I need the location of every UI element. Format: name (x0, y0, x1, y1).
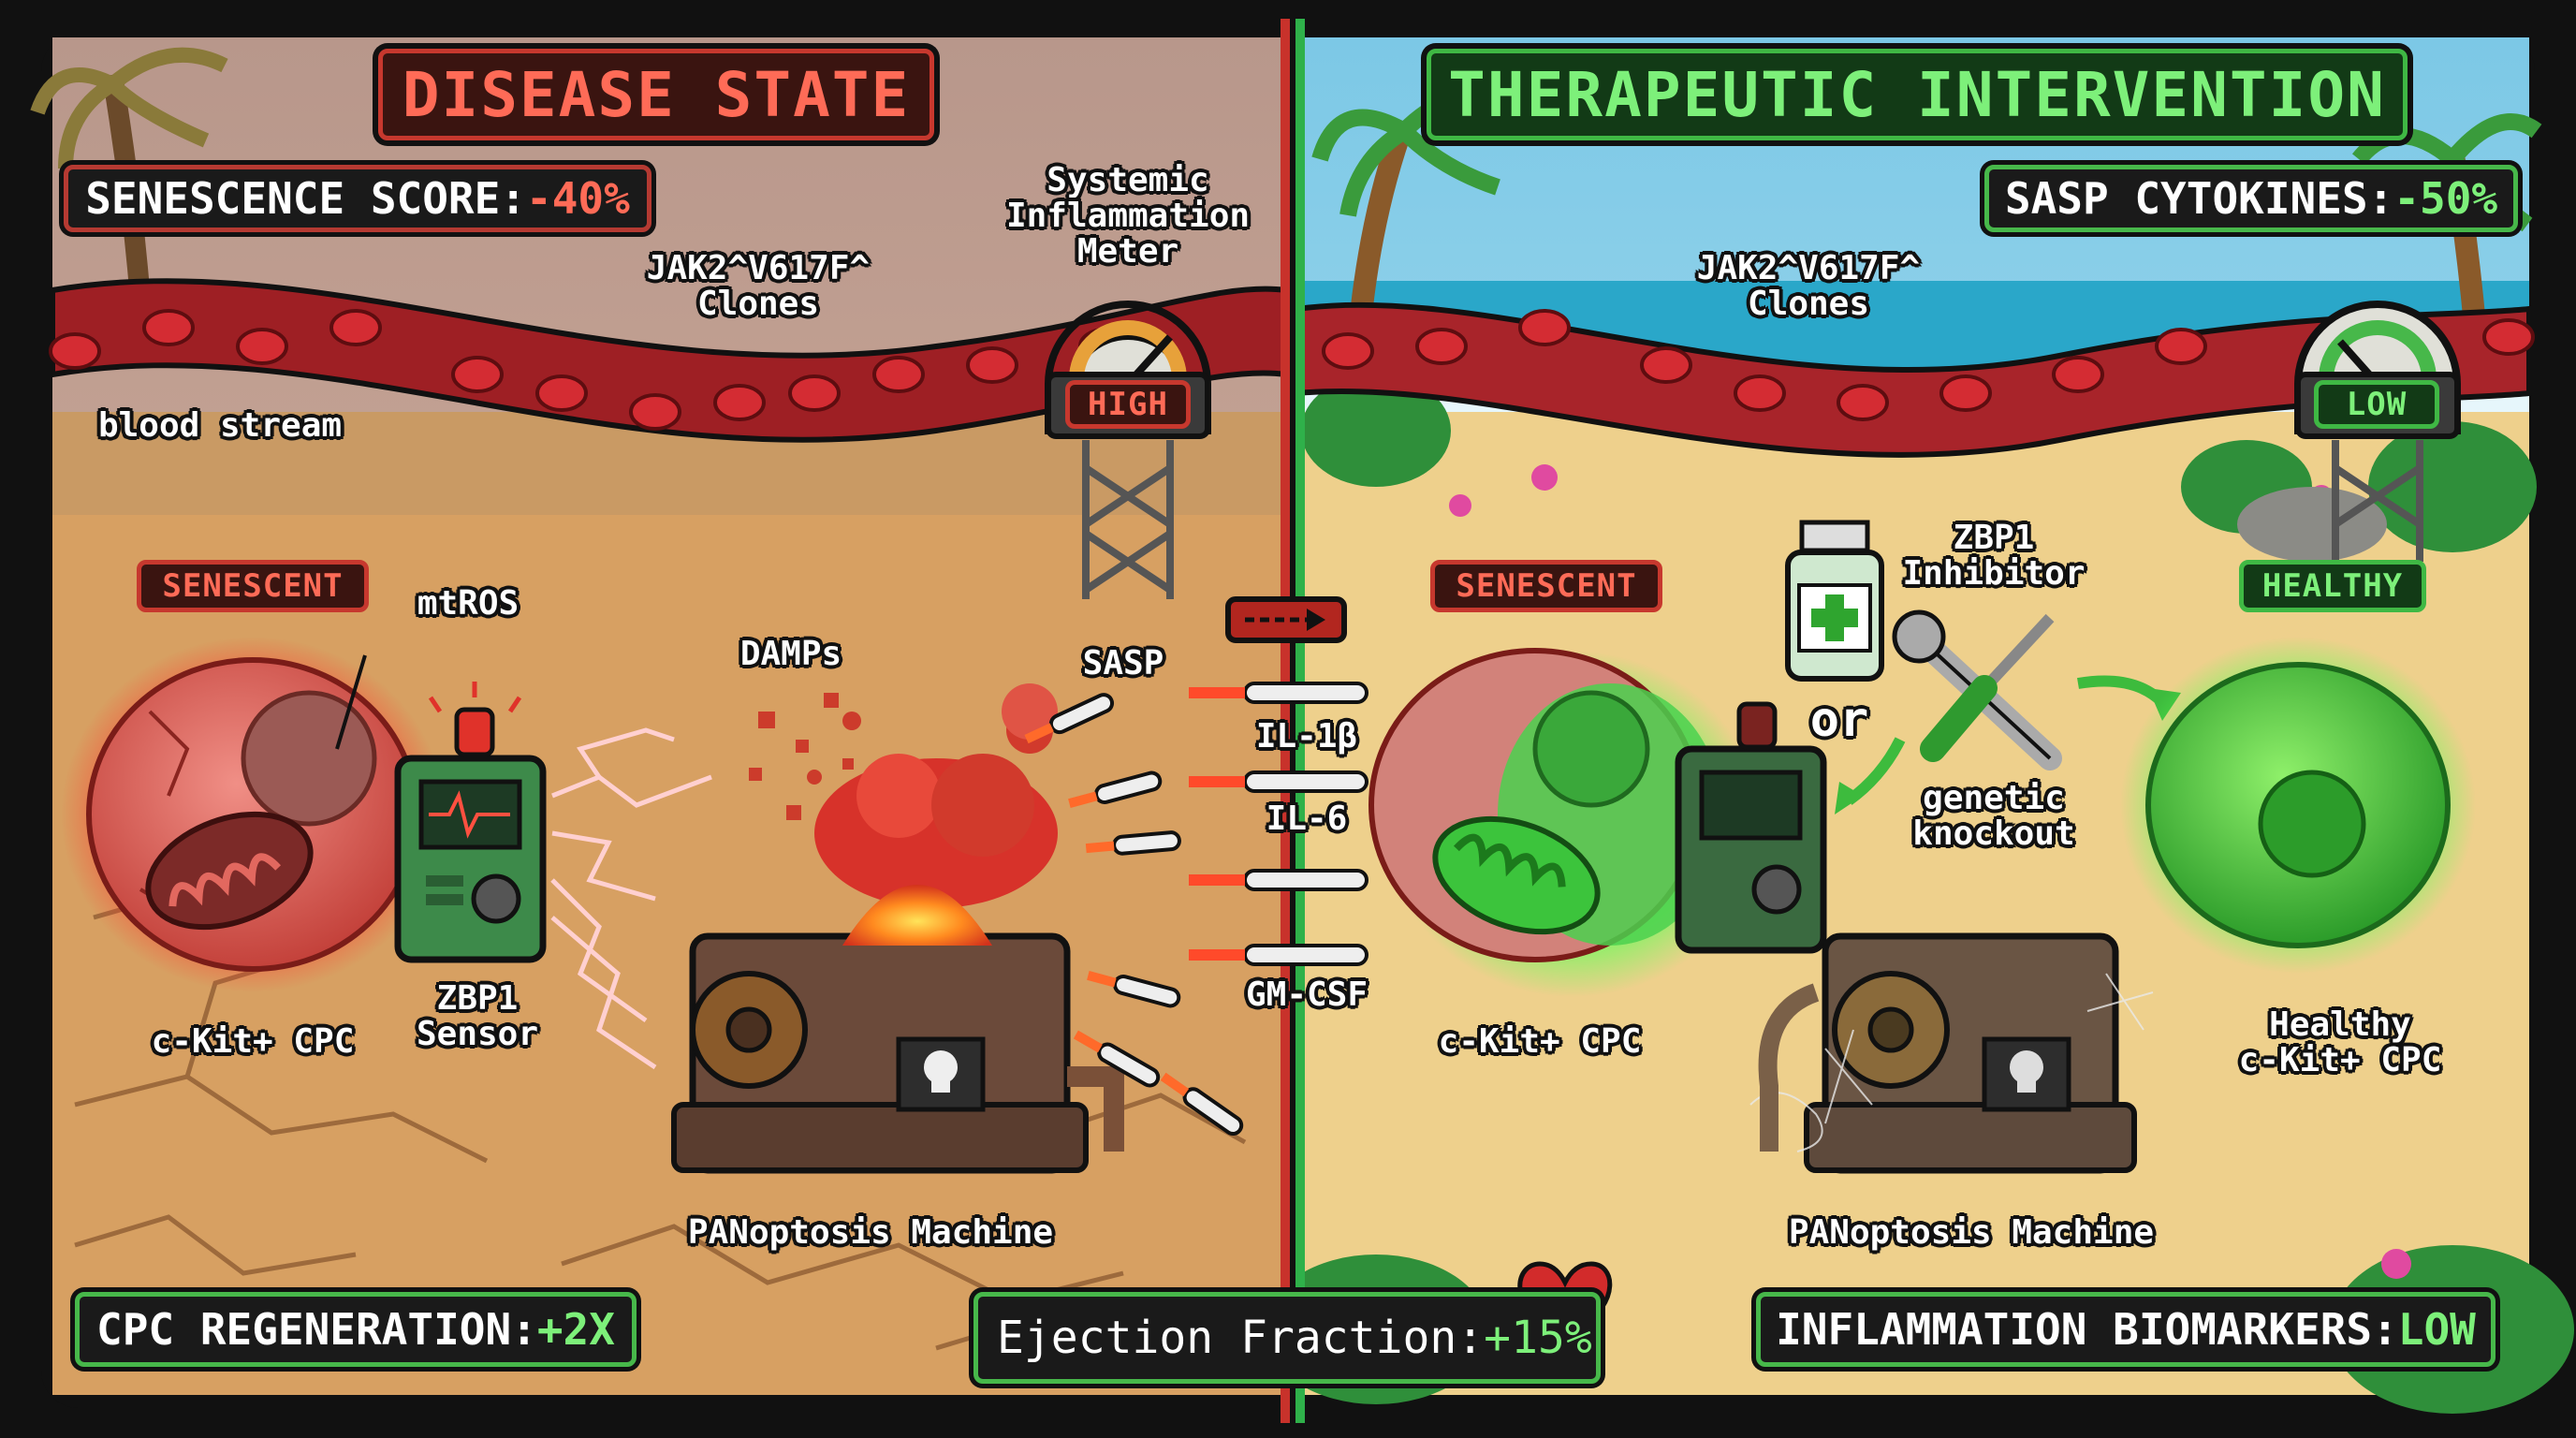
healthy-cell (2120, 637, 2476, 974)
mtros-label: mtROS (417, 584, 520, 623)
meter-reading-high: HIGH (1065, 380, 1191, 429)
senescent-cell-disease (61, 637, 445, 992)
ejection-fraction-panel: Ejection Fraction: +15% (973, 1292, 1601, 1384)
damps-fragments (749, 693, 861, 820)
inflammation-meter-label: Systemic Inflammation Meter (1005, 161, 1251, 271)
senescent-tag-disease: SENESCENT (137, 560, 369, 612)
disease-clones-label: JAK2^V617F^ Clones (646, 249, 871, 323)
sensor-label: ZBP1 Sensor (416, 979, 539, 1053)
sasp-missiles (1024, 682, 1368, 1137)
meter-reading-low: LOW (2314, 380, 2439, 429)
ejection-fraction-value: +15% (1484, 1312, 1592, 1364)
senescence-score-value: -40% (526, 173, 630, 224)
disease-banner-text: DISEASE STATE (402, 58, 911, 131)
disease-banner: DISEASE STATE (378, 49, 934, 140)
medicine-bottle-icon (1785, 520, 1884, 682)
blood-vessel (49, 278, 2535, 458)
healthy-cell-label: Healthy c-Kit+ CPC (2238, 1005, 2442, 1079)
cytokine-il6-label: IL-6 (1266, 800, 1348, 838)
cpc-regeneration-label: CPC REGENERATION: (96, 1304, 537, 1355)
panoptosis-machine-therapy (1749, 932, 2154, 1174)
dashed-arrow-icon (1225, 596, 1347, 643)
cpc-regeneration-value: +2X (536, 1304, 615, 1355)
healthy-tag: HEALTHY (2239, 560, 2426, 612)
therapy-banner-text: THERAPEUTIC INTERVENTION (1448, 58, 2386, 131)
cytokine-gmcsf-label: GM-CSF (1245, 976, 1368, 1014)
inflammation-biomarkers-panel: INFLAMMATION BIOMARKERS: LOW (1756, 1292, 2496, 1367)
damps-label: DAMPs (739, 635, 842, 673)
disease-machine-label: PANoptosis Machine (687, 1213, 1054, 1252)
zbp1-inhibitor-label: ZBP1 Inhibitor (1902, 519, 2086, 593)
zbp1-sensor-device (394, 682, 547, 963)
disease-cell-label: c-Kit+ CPC (151, 1022, 355, 1061)
therapy-machine-label: PANoptosis Machine (1788, 1213, 2155, 1252)
sasp-cytokines-label: SASP CYTOKINES: (2004, 173, 2394, 224)
senescent-cell-therapy (1368, 648, 1760, 997)
cpc-regeneration-panel: CPC REGENERATION: +2X (75, 1292, 637, 1367)
or-label: or (1809, 692, 1869, 748)
sasp-cytokines-value: -50% (2393, 173, 2498, 224)
sasp-label: SASP (1082, 644, 1164, 682)
therapy-banner: THERAPEUTIC INTERVENTION (1427, 49, 2408, 140)
panoptosis-machine-disease (671, 683, 1124, 1174)
wrench-screwdriver-icon (1892, 609, 2062, 770)
genetic-knockout-label: genetic knockout (1912, 779, 2075, 853)
therapy-clones-label: JAK2^V617F^ Clones (1696, 249, 1921, 323)
inflammation-biomarkers-label: INFLAMMATION BIOMARKERS: (1776, 1304, 2398, 1355)
zbp1-sensor-inhibited (1675, 701, 1827, 954)
therapy-cell-label: c-Kit+ CPC (1438, 1022, 1642, 1061)
sasp-cytokines-panel: SASP CYTOKINES: -50% (1984, 165, 2518, 232)
senescence-score-label: SENESCENCE SCORE: (85, 173, 527, 224)
ejection-fraction-label: Ejection Fraction: (997, 1312, 1485, 1364)
cytokine-il1b-label: IL-1β (1255, 717, 1358, 756)
blood-stream-label: blood stream (97, 406, 343, 445)
senescence-score-panel: SENESCENCE SCORE: -40% (64, 165, 651, 232)
lightning-effects (550, 727, 712, 1070)
senescent-tag-therapy: SENESCENT (1430, 560, 1662, 612)
inflammation-biomarkers-value: LOW (2397, 1304, 2476, 1355)
